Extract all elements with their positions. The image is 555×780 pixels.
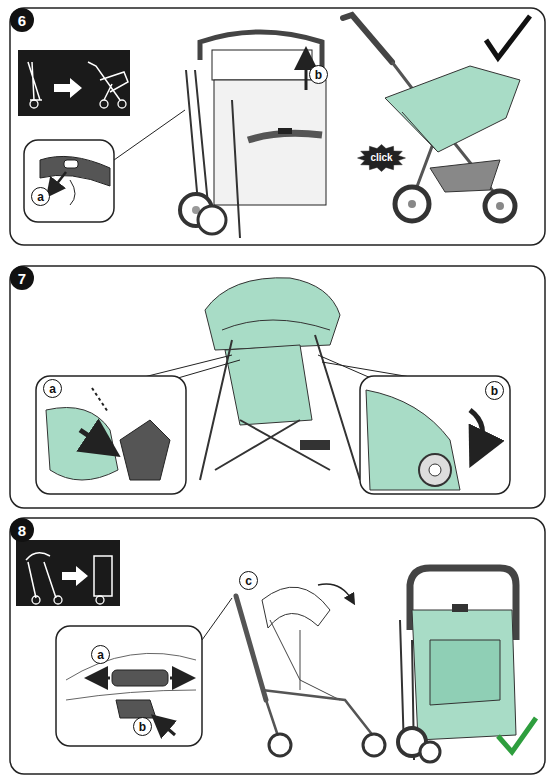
callout-letter: b [133,717,152,736]
folded-stroller [180,32,326,238]
node-text: b [315,69,322,81]
inset-icon [16,540,120,606]
callout-letter: b [485,381,504,400]
step-number: 6 [10,8,34,32]
callout-letter: c [239,571,258,590]
node-text: click [370,153,392,163]
folded-stroller [398,568,536,762]
node-text: 8 [18,523,26,538]
check-mark [486,16,530,58]
node-text: b [491,385,498,397]
inset-icon [18,50,130,116]
callout-letter: a [91,645,110,664]
node-text: c [245,575,252,587]
step-number: 7 [10,266,34,290]
zoom-inset [56,598,232,746]
node-text: a [37,191,44,203]
node-text: b [139,721,146,733]
node-text: a [97,649,104,661]
step-panel [10,518,545,774]
step-panel [10,266,545,508]
zoom-inset [360,376,510,494]
click-burst: click [357,144,406,172]
stroller-folding [236,584,385,756]
step-number: 8 [10,518,34,542]
node-text: a [49,383,56,395]
callout-letter: a [31,187,50,206]
unfolded-stroller [343,15,530,221]
node-text: 7 [18,271,26,286]
callout-letter: b [309,65,328,84]
check-mark [498,718,536,752]
zoom-inset [36,376,186,494]
callout-letter: a [43,379,62,398]
node-text: 6 [18,13,26,28]
zoom-inset [24,110,185,222]
step-panel [10,8,545,245]
